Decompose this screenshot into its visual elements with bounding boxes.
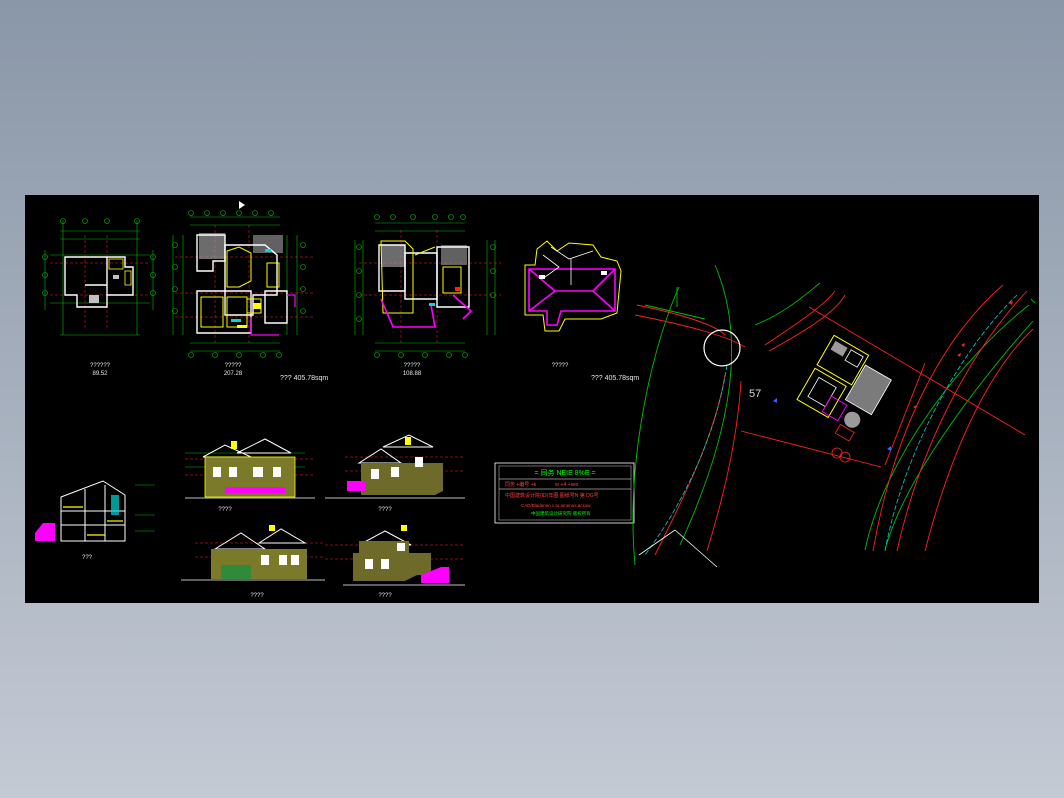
site-plan: 57 (632, 264, 1036, 568)
area-label: ??? 405.78sqm (280, 375, 328, 382)
roundabout (703, 329, 741, 367)
plan-sublabel: 108.88 (403, 371, 422, 377)
plan-label: ?????? (90, 363, 111, 369)
elevation-rear: ???? (181, 525, 325, 599)
section-drawing: ??? (35, 480, 155, 561)
plan-upper-floor: ????? 108.88 (354, 214, 501, 377)
title-block-header: = 同务 NEIE 8%E = (534, 468, 595, 477)
plan-label: ????? (404, 363, 421, 369)
plan-sublabel: 207.28 (224, 371, 243, 377)
plan-label: ????? (225, 363, 242, 369)
elevation-side-left: ???? (325, 525, 465, 599)
title-block-field: 同务 +编号 +k (505, 481, 537, 488)
elevation-side-right: ???? (325, 434, 465, 513)
plan-basement: ?????? 89.52 (42, 218, 156, 377)
elevation-label: ???? (218, 507, 232, 513)
plan-roof: ????? ??? 405.78sqm (524, 240, 639, 382)
cad-model-space[interactable]: ?????? 89.52 (25, 195, 1039, 603)
elevation-front: ???? (185, 438, 315, 513)
title-block: = 同务 NEIE 8%E = 同务 +编号 +k sr +4 +ses 中国建… (494, 462, 635, 524)
title-block-field: sr +4 +ses (555, 482, 579, 488)
elevation-label: ???? (250, 593, 264, 599)
plan-label: ????? (552, 363, 569, 369)
area-label: ??? 405.78sqm (591, 375, 639, 382)
elevation-label: ???? (378, 593, 392, 599)
lot-number: 57 (749, 388, 761, 400)
title-block-field: 中国建筑设计院(ID)年图 图纸号N 第 DG号 (505, 492, 599, 499)
title-block-field: CAD/Bladenen.c.tu amenus.acsow (521, 503, 591, 508)
drawing-canvas[interactable]: ?????? 89.52 (25, 195, 1039, 603)
section-label: ??? (82, 555, 93, 561)
site-building (796, 334, 892, 442)
plan-sublabel: 89.52 (92, 371, 108, 377)
plan-ground-floor: ????? 207.28 ??? 405.78sqm (172, 201, 328, 382)
title-block-field: 中国建筑设计研究院 版权所有 (531, 510, 591, 517)
elevation-label: ???? (378, 507, 392, 513)
